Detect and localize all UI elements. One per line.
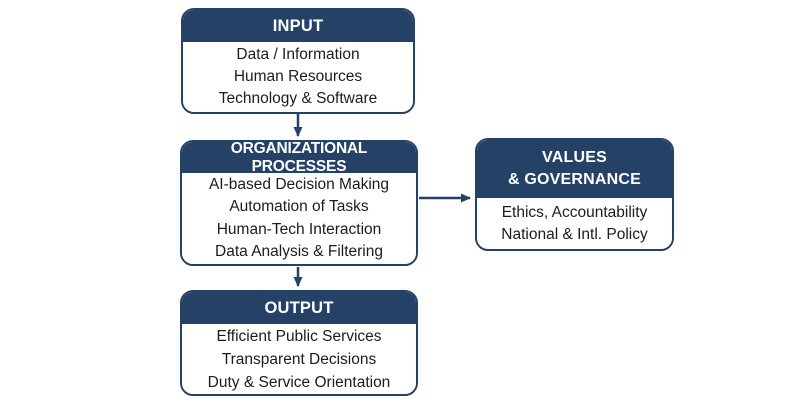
organizational-processes-box-title: ORGANIZATIONAL PROCESSES — [230, 140, 368, 175]
organizational-processes-box: ORGANIZATIONAL PROCESSES AI-based Decisi… — [180, 140, 418, 266]
input-item: Technology & Software — [218, 90, 378, 107]
values-item: Ethics, Accountability — [501, 203, 648, 221]
process-item: AI-based Decision Making — [208, 175, 390, 193]
values-governance-box-title-line2: & GOVERNANCE — [507, 171, 642, 188]
input-box: INPUT Data / Information Human Resources… — [181, 8, 415, 114]
input-item: Data / Information — [236, 46, 360, 63]
process-item: Human-Tech Interaction — [216, 220, 382, 238]
values-governance-box-body: Ethics, Accountability National & Intl. … — [477, 198, 672, 249]
output-box-body: Efficient Public Services Transparent De… — [182, 324, 416, 394]
output-item: Duty & Service Orientation — [207, 373, 391, 391]
output-box: OUTPUT Efficient Public Services Transpa… — [180, 290, 418, 396]
process-item: Data Analysis & Filtering — [215, 243, 383, 260]
values-governance-box-title-line1: VALUES — [542, 149, 607, 166]
organizational-processes-box-body: AI-based Decision Making Automation of T… — [182, 173, 416, 264]
input-item: Human Resources — [233, 68, 363, 85]
organizational-processes-box-header: ORGANIZATIONAL PROCESSES — [182, 140, 416, 175]
output-item: Efficient Public Services — [216, 327, 382, 345]
values-item: National & Intl. Policy — [501, 225, 648, 243]
output-item: Transparent Decisions — [221, 350, 377, 368]
output-box-header: OUTPUT — [182, 292, 416, 324]
input-box-header: INPUT — [183, 10, 413, 42]
output-box-title: OUTPUT — [264, 298, 334, 317]
values-governance-box-header: VALUES & GOVERNANCE — [477, 140, 672, 198]
values-governance-box: VALUES & GOVERNANCE Ethics, Accountabili… — [475, 138, 674, 251]
input-box-body: Data / Information Human Resources Techn… — [183, 42, 413, 112]
input-box-title: INPUT — [272, 16, 324, 35]
process-item: Automation of Tasks — [229, 198, 369, 215]
